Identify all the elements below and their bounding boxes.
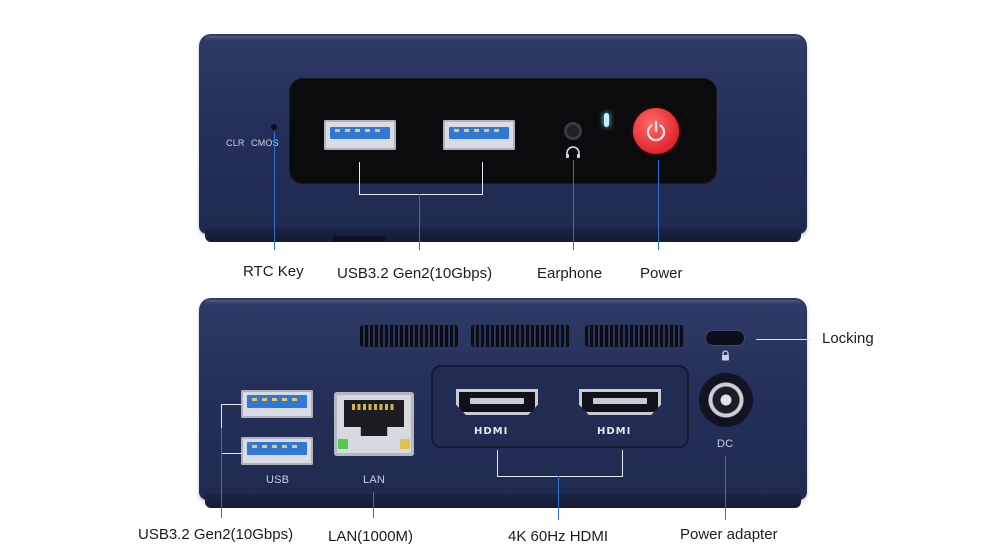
lan-callout-line: [373, 492, 374, 518]
rear-device-base: [205, 494, 801, 508]
front-usb-callout-line: [419, 194, 420, 250]
hdmi-callout: 4K 60Hz HDMI: [508, 528, 609, 545]
dc-label: DC: [717, 438, 734, 450]
rear-vent-1: [360, 325, 458, 347]
rear-usb-bracket: [221, 404, 242, 454]
power-callout: Power: [640, 265, 683, 282]
locking-callout-line: [756, 339, 812, 340]
hdmi-port-1[interactable]: [456, 389, 538, 415]
rear-vent-2: [471, 325, 571, 347]
front-device-foot: [333, 236, 385, 242]
hdmi-bracket: [497, 450, 623, 477]
lan-port-label: LAN: [363, 474, 385, 486]
kensington-lock-slot[interactable]: [706, 331, 744, 345]
cmos-label: CMOS: [251, 138, 279, 148]
clr-cmos-button[interactable]: [271, 124, 277, 130]
dc-power-jack[interactable]: [701, 375, 751, 425]
rtc-key-callout-line: [274, 132, 275, 250]
power-button[interactable]: [633, 108, 679, 154]
power-callout-line: [658, 160, 659, 250]
power-adapter-callout-line: [725, 456, 726, 520]
front-usb-port-2[interactable]: [443, 120, 515, 150]
lan-callout: LAN(1000M): [328, 528, 414, 545]
front-device-base: [205, 228, 801, 242]
usb-port-label: USB: [266, 474, 290, 486]
hdmi-logo-2: HDMI: [597, 426, 632, 437]
front-usb-bracket: [359, 162, 483, 195]
earphone-callout: Earphone: [537, 265, 603, 282]
earphone-callout-line: [573, 160, 574, 250]
locking-callout: Locking: [822, 330, 874, 347]
earphone-jack[interactable]: [564, 122, 582, 140]
rear-vent-3: [585, 325, 684, 347]
rear-usb-port-1[interactable]: [241, 390, 313, 418]
hdmi-callout-line: [558, 476, 559, 520]
lock-icon: [722, 350, 729, 361]
hdmi-logo-1: HDMI: [474, 426, 509, 437]
lan-port[interactable]: [334, 392, 414, 456]
rtc-key-callout: RTC Key: [243, 263, 304, 280]
front-usb-port-1[interactable]: [324, 120, 396, 150]
rear-usb-port-2[interactable]: [241, 437, 313, 465]
power-adapter-callout: Power adapter: [680, 526, 778, 543]
headphone-icon: [566, 146, 580, 158]
clr-label: CLR: [226, 138, 245, 148]
power-icon: [646, 120, 666, 142]
rear-usb-callout-line: [221, 428, 222, 518]
rear-usb-callout: USB3.2 Gen2(10Gbps): [138, 526, 294, 543]
hdmi-port-2[interactable]: [579, 389, 661, 415]
front-usb-callout: USB3.2 Gen2(10Gbps): [337, 265, 493, 282]
status-led: [604, 113, 609, 127]
